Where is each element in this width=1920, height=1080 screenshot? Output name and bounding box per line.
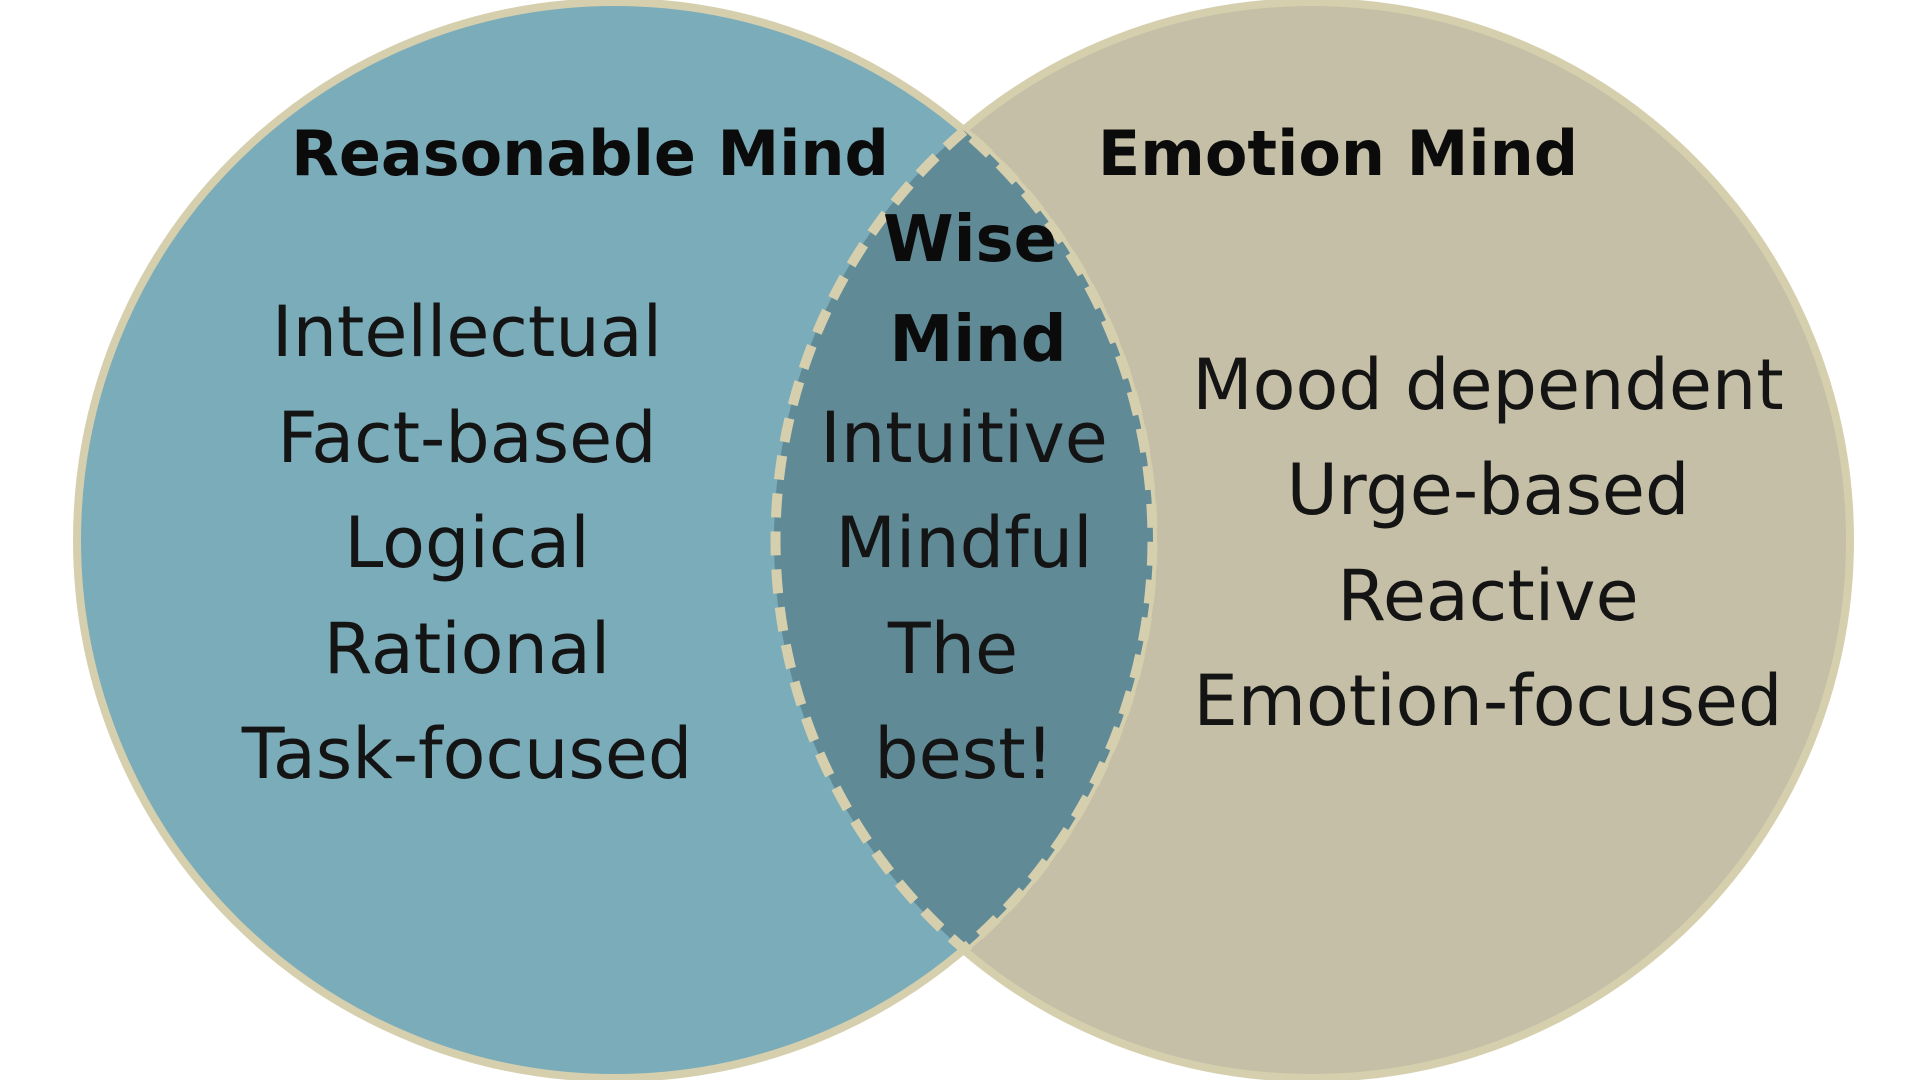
wise-item: Mindful <box>835 502 1092 584</box>
wise-mind-title-line2: Mind <box>890 303 1067 377</box>
wise-item: Intuitive <box>820 397 1108 479</box>
wise-item: The <box>887 608 1018 690</box>
wise-mind-overlap <box>774 2 1153 1078</box>
reasonable-item: Rational <box>324 608 610 690</box>
reasonable-item: Logical <box>344 502 589 584</box>
emotion-mind-title: Emotion Mind <box>1098 117 1578 190</box>
wise-mind-title-line1: Wise <box>883 203 1057 277</box>
reasonable-item: Task-focused <box>241 713 693 795</box>
emotion-item: Reactive <box>1337 555 1638 637</box>
emotion-item: Emotion-focused <box>1194 660 1783 742</box>
emotion-item: Mood dependent <box>1192 344 1783 426</box>
wise-item: best! <box>874 713 1053 795</box>
wise-mind-dashed-outline <box>770 124 1158 956</box>
emotion-item: Urge-based <box>1287 449 1690 531</box>
reasonable-mind-title: Reasonable Mind <box>291 117 889 190</box>
reasonable-item: Fact-based <box>277 397 656 479</box>
reasonable-item: Intellectual <box>272 291 662 373</box>
